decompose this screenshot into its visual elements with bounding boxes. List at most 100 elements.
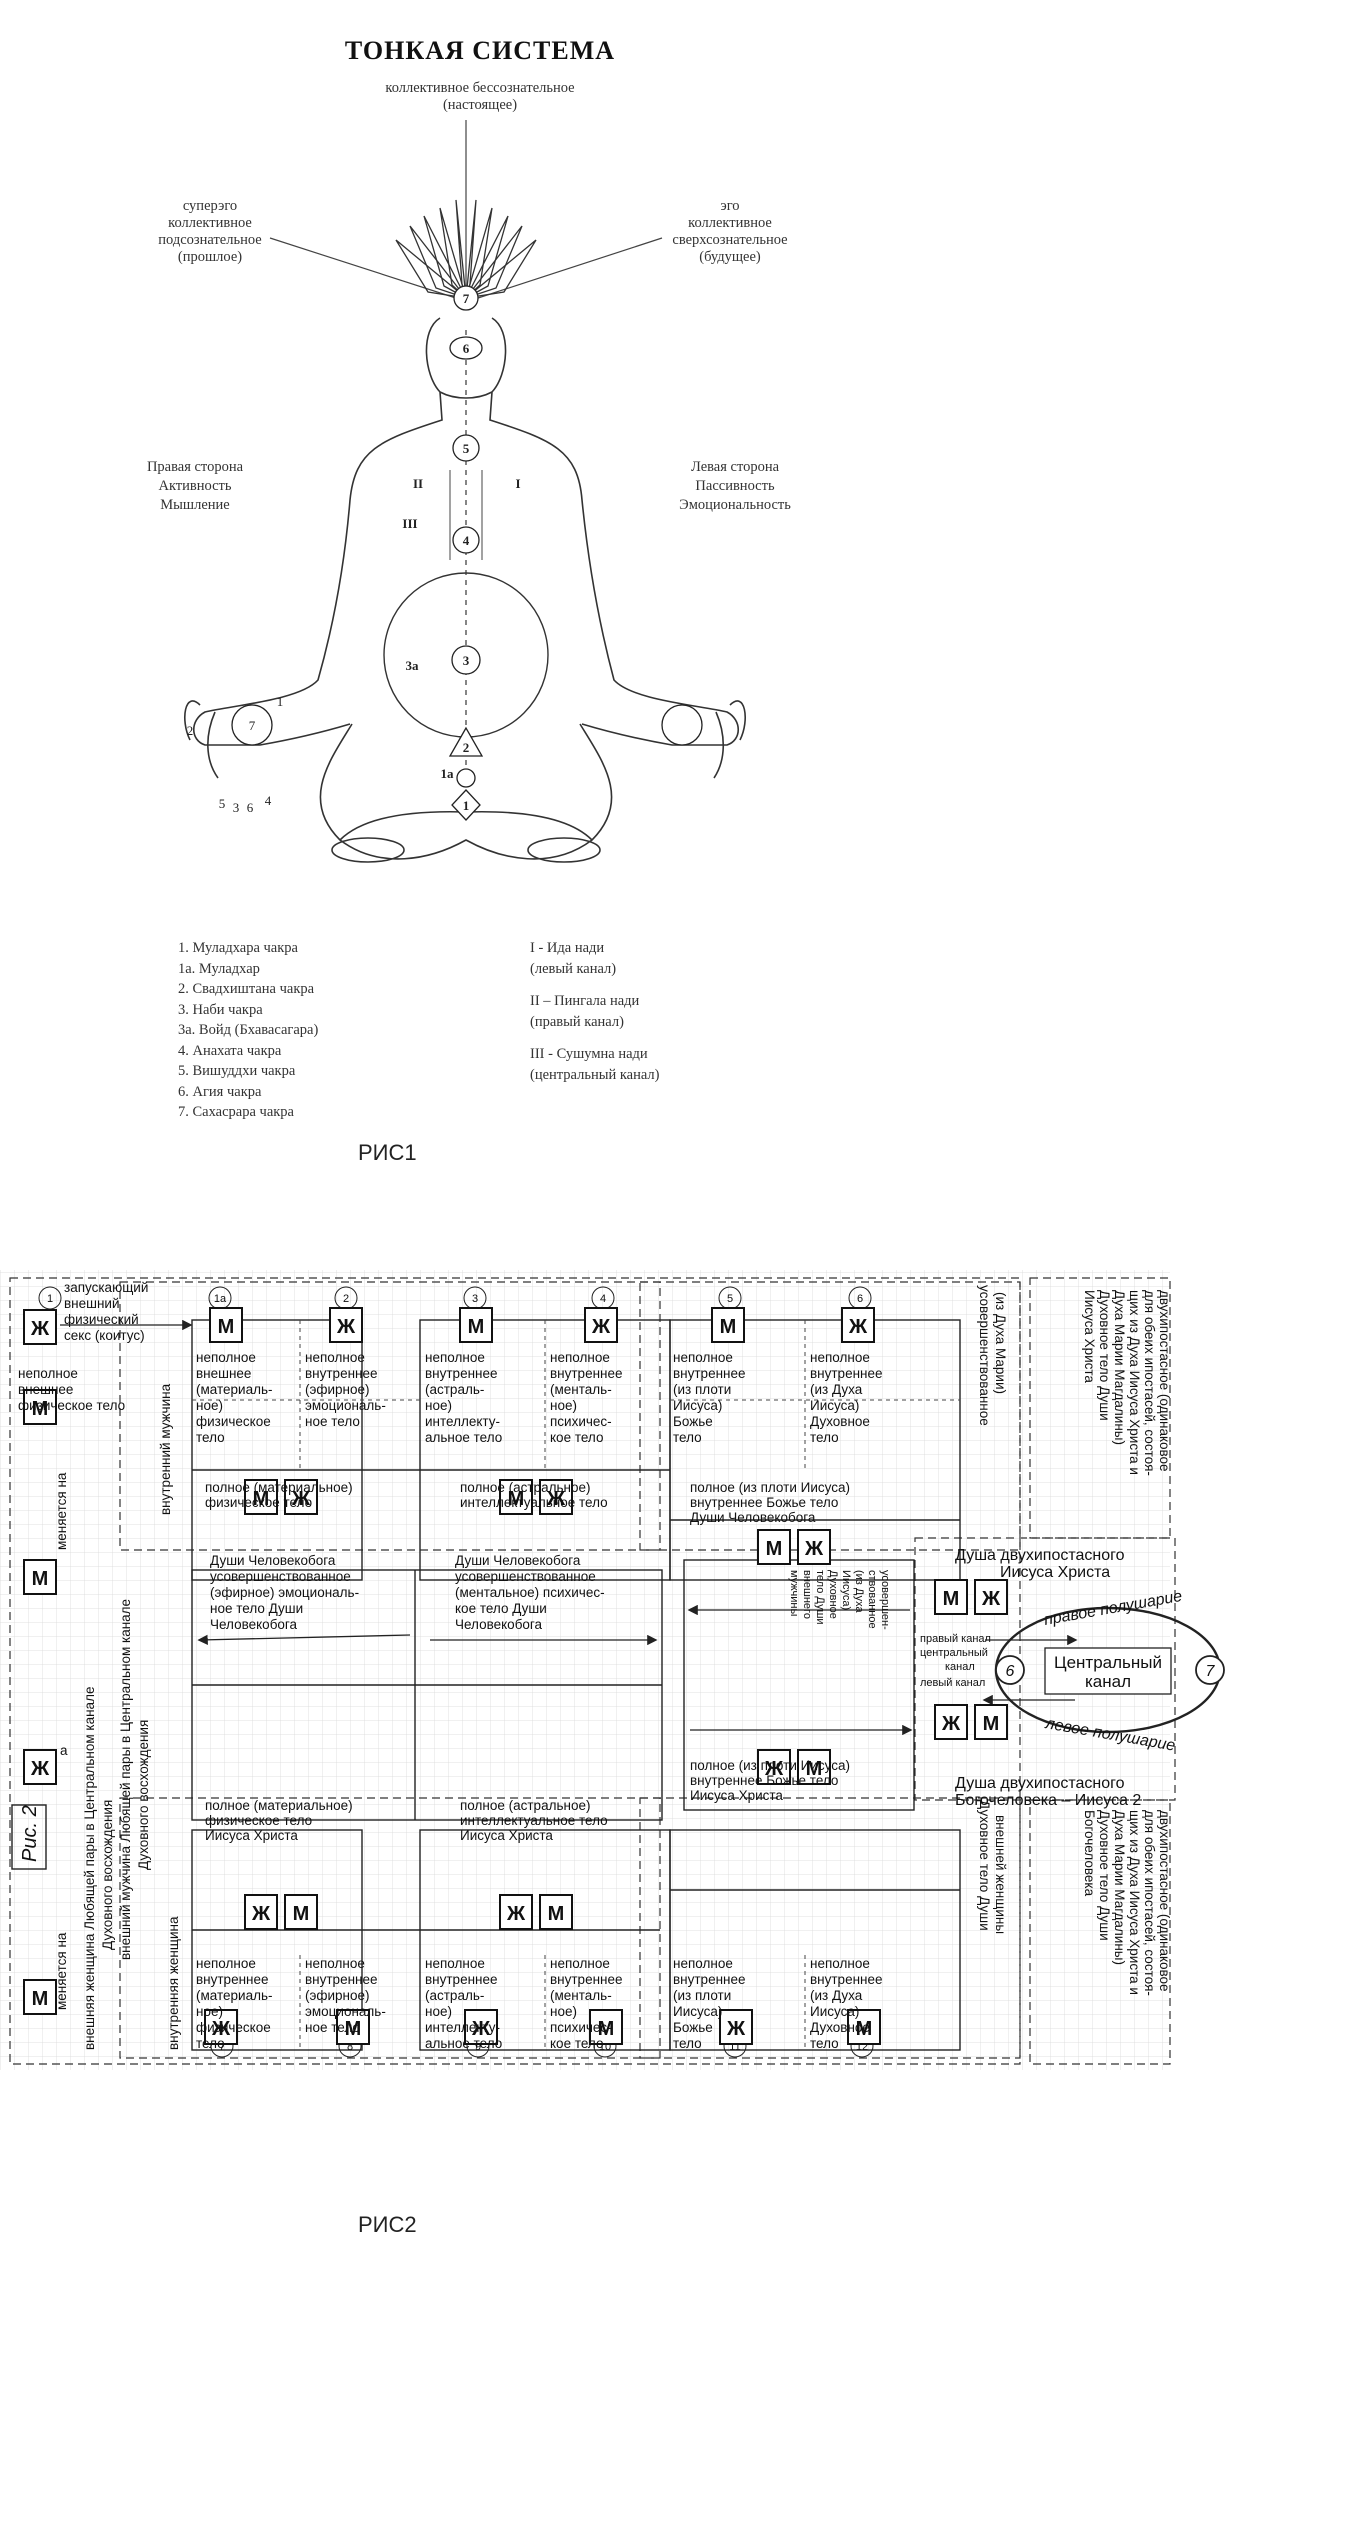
- mid-right-text: кое тело Души: [455, 1601, 547, 1616]
- svg-text:2: 2: [463, 740, 470, 755]
- bottom-cell-text: психичес-: [550, 2020, 612, 2035]
- svg-text:Душа двухипостасного: Душа двухипостасного: [955, 1547, 1125, 1564]
- top-full-text: интеллектуальное тело: [460, 1495, 608, 1510]
- top-cell-text: ное): [425, 1398, 452, 1413]
- mid-left-text: (эфирное) эмоциональ-: [210, 1585, 359, 1600]
- svg-text:7: 7: [1206, 1663, 1216, 1680]
- top-cell-text: тело: [673, 1430, 702, 1445]
- svg-text:6: 6: [463, 341, 470, 356]
- bottom-cell-text: внутреннее: [550, 1972, 623, 1987]
- chakra-5: [452, 434, 480, 462]
- male-box: М: [589, 2009, 623, 2045]
- svg-text:М: М: [548, 1903, 565, 1925]
- svg-text:Ж: Ж: [336, 1316, 356, 1338]
- graph-paper-background: [0, 1270, 1170, 2070]
- bottom-cell-text: (астраль-: [425, 1988, 484, 2003]
- female-box: Ж: [244, 1894, 278, 1930]
- bottom-cell-text: внутреннее: [425, 1972, 498, 1987]
- hand-marks: 1 2 7 5 3 6 4: [187, 694, 284, 815]
- svg-text:Ж: Ж: [941, 1713, 961, 1735]
- female-box: Ж: [539, 1479, 573, 1515]
- female-box: Ж: [934, 1704, 968, 1740]
- bottom-full-text: полное (из плоти Иисуса): [690, 1758, 850, 1773]
- svg-text:М: М: [766, 1538, 783, 1560]
- mid-vertical-line: ствованное: [866, 1570, 878, 1629]
- svg-text:6: 6: [1006, 1663, 1015, 1680]
- svg-text:М: М: [720, 1316, 737, 1338]
- top-label-line: коллективное бессознательное: [385, 80, 575, 96]
- svg-text:М: М: [598, 2018, 615, 2040]
- top-cell-text: (эфирное): [305, 1382, 370, 1397]
- svg-text:Ж: Ж: [471, 2018, 491, 2040]
- male-box: М: [934, 1579, 968, 1615]
- male-box: М: [539, 1894, 573, 1930]
- svg-text:6: 6: [857, 1293, 863, 1305]
- bottom-cell-text: внутреннее: [305, 1972, 378, 1987]
- svg-text:5: 5: [727, 1293, 733, 1305]
- channel-legend: I - Ида нади(левый канал) II – Пингала н…: [530, 940, 660, 1083]
- right-upper-line: Духа Марии Магдалины): [1112, 1290, 1127, 1445]
- right-lower-line: Богочеловека: [1082, 1810, 1097, 1897]
- bottom-cell-text: (из Духа: [810, 1988, 863, 2003]
- female-box: Ж: [329, 1307, 363, 1343]
- svg-text:внутренняя женщина: внутренняя женщина: [166, 1916, 181, 2050]
- bottom-cell-text: Иисуса): [673, 2004, 722, 2019]
- vertical-mid-texts: усовершенствованное (из Духа Марии) Духо…: [977, 1285, 1008, 1934]
- svg-text:5: 5: [219, 796, 226, 811]
- top-cell-text: внутреннее: [673, 1366, 746, 1381]
- right-lower-line: Духовное тело Души: [1097, 1810, 1112, 1941]
- top-cell-text: физическое: [196, 1414, 271, 1429]
- svg-text:4: 4: [463, 533, 470, 548]
- svg-text:М: М: [32, 1398, 49, 1420]
- mid-right-text: Человекобога: [455, 1617, 543, 1632]
- svg-text:2: 2: [343, 1293, 349, 1305]
- svg-text:Ж: Ж: [30, 1318, 50, 1340]
- right-lower-line: Духа Марии Магдалины): [1112, 1810, 1127, 1965]
- bottom-cell-text: интеллекту-: [425, 2020, 500, 2035]
- male-box: М: [284, 1894, 318, 1930]
- bottom-cell-text: неполное: [196, 1956, 256, 1971]
- bottom-full-text: полное (астральное): [460, 1798, 590, 1813]
- figure2-caption: РИС2: [358, 2212, 417, 2237]
- mid-right-text: Души Человекобога: [455, 1553, 581, 1568]
- svg-text:а: а: [60, 1743, 68, 1758]
- top-cell-text: психичес-: [550, 1414, 612, 1429]
- chakra-7: [453, 285, 479, 311]
- dashed-dividers: [192, 1320, 960, 2050]
- top-cell-text: (материаль-: [196, 1382, 273, 1397]
- female-box: Ж: [23, 1749, 57, 1785]
- male-box: М: [757, 1529, 791, 1565]
- right-lower-line: для обеих ипостасей, состоя-: [1142, 1810, 1157, 1996]
- top-cell-text: тело: [196, 1430, 225, 1445]
- bottom-cell-text: Духовное: [810, 2020, 870, 2035]
- bottom-cell-text: неполное: [673, 1956, 733, 1971]
- svg-text:2: 2: [187, 723, 194, 738]
- svg-text:7: 7: [463, 291, 470, 306]
- bottom-cell-text: ное): [196, 2004, 223, 2019]
- mid-left-text: Человекобога: [210, 1617, 298, 1632]
- male-box: М: [23, 1389, 57, 1425]
- male-box: М: [23, 1559, 57, 1595]
- svg-text:Ж: Ж: [591, 1316, 611, 1338]
- svg-text:запускающий: запускающий: [64, 1280, 148, 1295]
- svg-text:6: 6: [247, 800, 254, 815]
- right-upper-line: щих из Духа Иисуса Христа и: [1127, 1290, 1142, 1475]
- bottom-cell-text: (материаль-: [196, 1988, 273, 2003]
- top-cell-text: кое тело: [550, 1430, 603, 1445]
- male-box: М: [499, 1479, 533, 1515]
- svg-text:7: 7: [219, 2041, 225, 2053]
- top-cell-text: (астраль-: [425, 1382, 484, 1397]
- svg-text:М: М: [345, 2018, 362, 2040]
- top-label: коллективное бессознательное (настоящее): [330, 80, 630, 114]
- mid-vertical-line: внешнего: [801, 1570, 813, 1619]
- svg-text:Ж: Ж: [804, 1538, 824, 1560]
- svg-text:9: 9: [475, 2041, 481, 2053]
- svg-text:1: 1: [463, 798, 470, 813]
- top-cell-text: неполное: [305, 1350, 365, 1365]
- figure1-caption: РИС1: [358, 1140, 417, 1165]
- svg-text:М: М: [856, 2018, 873, 2040]
- svg-text:11: 11: [729, 2041, 740, 2053]
